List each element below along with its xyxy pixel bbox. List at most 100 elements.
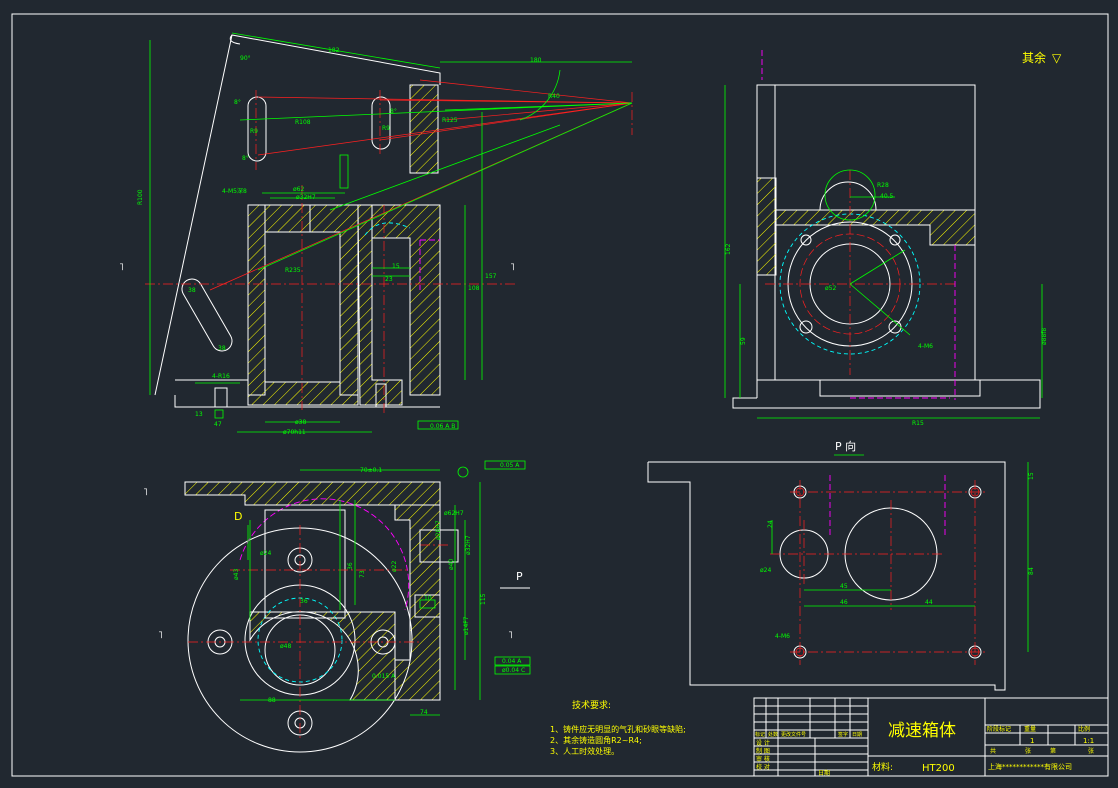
svg-text:38: 38 <box>188 287 196 294</box>
svg-text:R235: R235 <box>285 267 301 274</box>
svg-text:ø14F7: ø14F7 <box>463 616 470 635</box>
svg-text:ø70h11: ø70h11 <box>283 429 306 436</box>
svg-text:180: 180 <box>530 57 542 64</box>
svg-text:108: 108 <box>468 285 480 292</box>
svg-text:0.06 A B: 0.06 A B <box>430 423 455 430</box>
top-section-view: 70±0.1 0.05 A ø62H7 ø28H7 ø32H7 ø40 36 7… <box>143 460 531 753</box>
svg-text:8°: 8° <box>390 108 397 115</box>
svg-text:R40: R40 <box>548 93 560 100</box>
part-name: 减速箱体 <box>888 721 956 741</box>
quantity-value: 1 <box>1030 737 1034 745</box>
svg-text:ø0.04 C: ø0.04 C <box>502 667 525 674</box>
svg-text:46: 46 <box>840 599 848 606</box>
svg-text:182: 182 <box>328 47 340 54</box>
svg-text:ø24: ø24 <box>260 550 271 557</box>
sheet-no-label: 第 <box>1050 747 1056 755</box>
svg-text:115: 115 <box>480 593 487 605</box>
svg-text:10: 10 <box>424 595 432 602</box>
material-label: 材料: <box>872 761 893 773</box>
svg-text:4-M6: 4-M6 <box>775 633 790 640</box>
svg-text:13: 13 <box>195 411 203 418</box>
svg-text:R28: R28 <box>877 182 889 189</box>
svg-text:15: 15 <box>1028 472 1035 480</box>
section-label-d: D <box>234 510 242 523</box>
svg-text:24: 24 <box>767 520 774 528</box>
company-name: 上海************有限公司 <box>988 762 1072 771</box>
svg-text:ø32H7: ø32H7 <box>465 535 472 555</box>
svg-text:4-M6: 4-M6 <box>918 343 933 350</box>
svg-text:40.5: 40.5 <box>880 193 894 200</box>
svg-text:90°: 90° <box>240 55 251 62</box>
svg-text:4-M5深8: 4-M5深8 <box>222 187 247 195</box>
svg-text:88: 88 <box>268 697 276 704</box>
role-review: 审 核 <box>756 755 770 763</box>
title-block <box>753 697 1109 777</box>
svg-text:74: 74 <box>420 709 428 716</box>
svg-text:23: 23 <box>385 276 393 283</box>
svg-text:ø43: ø43 <box>233 569 240 580</box>
tech-req-item: 2、其余铸造圆角R2~R4; <box>550 735 642 745</box>
sign-header-1: 标记 <box>755 731 765 738</box>
date-label: 日期 <box>818 769 830 777</box>
svg-text:36: 36 <box>347 562 354 570</box>
svg-text:8°: 8° <box>242 155 249 162</box>
svg-text:˥: ˥ <box>508 630 513 641</box>
finish-symbol-icon: ▽ <box>1052 51 1062 65</box>
svg-text:ø22: ø22 <box>391 561 398 572</box>
svg-text:ø62H7: ø62H7 <box>444 510 464 517</box>
svg-text:ø28H7: ø28H7 <box>435 520 442 540</box>
svg-text:84: 84 <box>1028 567 1035 575</box>
svg-text:157: 157 <box>485 273 497 280</box>
svg-text:R100: R100 <box>137 189 144 205</box>
svg-text:70±0.1: 70±0.1 <box>360 467 382 474</box>
front-section-view: 182 180 90° R108 R125 R235 R40 R9 R9 8° … <box>119 32 633 436</box>
sheet-no-unit: 张 <box>1088 747 1094 755</box>
svg-text:ø32H7: ø32H7 <box>296 194 316 201</box>
sheet-total-unit: 张 <box>1025 747 1031 755</box>
stage-header-1: 阶段标记 <box>987 725 1011 733</box>
svg-text:36: 36 <box>300 598 308 605</box>
svg-text:ø88f8: ø88f8 <box>1041 328 1048 345</box>
svg-text:0.04 A: 0.04 A <box>502 658 522 665</box>
svg-text:38: 38 <box>218 345 226 352</box>
arrow-label-p: P <box>516 570 523 583</box>
scale-value: 1:1 <box>1083 737 1094 745</box>
drawing-border <box>11 13 1109 777</box>
svg-text:ø24: ø24 <box>760 567 771 574</box>
svg-text:˥: ˥ <box>119 262 124 273</box>
p-direction-view: 24 45 46 44 4-M6 ø24 84 15 P 向 <box>647 439 1035 691</box>
svg-text:47: 47 <box>214 421 222 428</box>
side-view: R28 40.5 ø52 4-M6 162 59 ø88f8 R15 <box>724 50 1048 427</box>
sheet-total-label: 共 <box>990 747 996 755</box>
svg-text:R9: R9 <box>382 125 390 132</box>
svg-text:R15: R15 <box>912 420 924 427</box>
svg-text:R108: R108 <box>295 119 311 126</box>
svg-text:ø62: ø62 <box>293 186 304 193</box>
stage-header-2: 重量 <box>1024 725 1036 733</box>
svg-text:˥: ˥ <box>143 487 148 498</box>
sign-header-5: 日期 <box>852 732 862 738</box>
svg-text:ø52: ø52 <box>825 285 836 292</box>
svg-text:R125: R125 <box>442 117 458 124</box>
svg-text:ø40: ø40 <box>448 559 455 570</box>
tech-req-item: 3、人工时效处理。 <box>550 746 619 756</box>
svg-text:59: 59 <box>740 337 747 345</box>
role-draw: 制 图 <box>756 747 770 755</box>
svg-text:4-R16: 4-R16 <box>212 373 230 380</box>
svg-text:ø48: ø48 <box>280 643 291 650</box>
view-label-p: P 向 <box>835 439 856 453</box>
svg-text:162: 162 <box>725 243 732 255</box>
svg-text:˥: ˥ <box>158 630 163 641</box>
svg-text:0.05 A: 0.05 A <box>500 462 520 469</box>
sign-header-3: 更改文件号 <box>781 731 806 738</box>
svg-text:R9: R9 <box>250 128 258 135</box>
tech-req-heading: 技术要求: <box>572 699 611 711</box>
role-design: 设 计 <box>756 739 770 747</box>
sign-header-2: 处数 <box>768 731 778 738</box>
svg-text:44: 44 <box>925 599 933 606</box>
material-value: HT200 <box>922 763 955 774</box>
svg-text:73: 73 <box>359 570 366 578</box>
svg-text:45: 45 <box>840 583 848 590</box>
role-check: 校 对 <box>756 763 770 771</box>
